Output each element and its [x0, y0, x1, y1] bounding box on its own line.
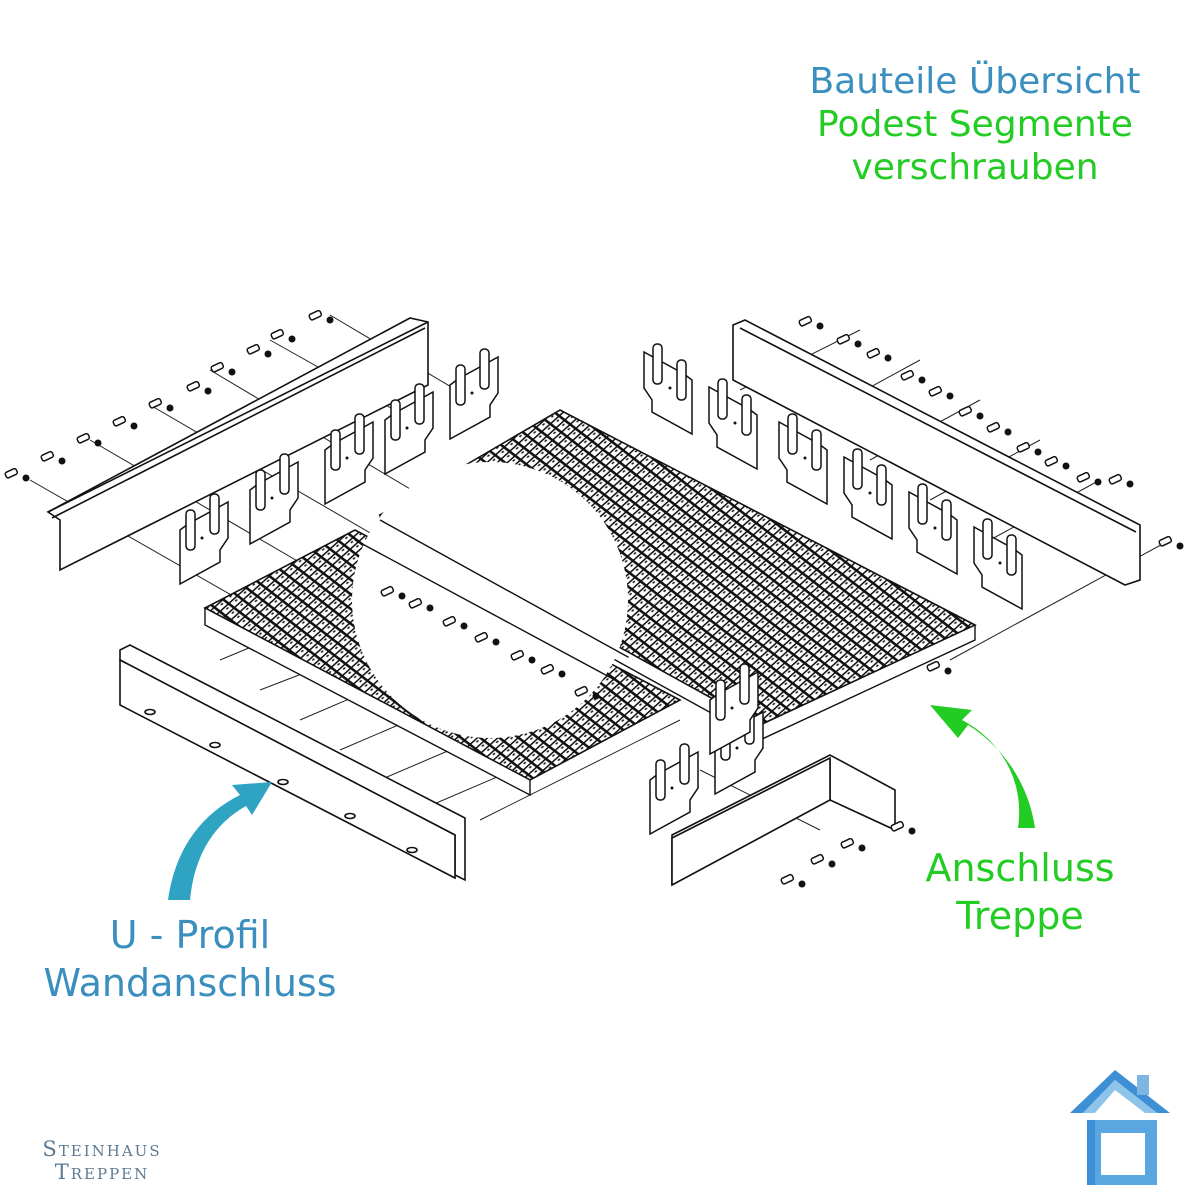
u-profil-arrow-icon: [168, 782, 272, 900]
title-line-3: verschrauben: [851, 147, 1099, 189]
anschluss-label-line-2: Treppe: [956, 893, 1084, 938]
diagram-title: Bauteile Übersicht Podest Segmente versc…: [780, 60, 1170, 190]
title-line-2: Podest Segmente: [817, 104, 1133, 146]
right-angle-profile: [732, 319, 1141, 586]
title-line-1: Bauteile Übersicht: [809, 61, 1141, 102]
detail-cutaway: [352, 462, 628, 738]
house-logo-icon: [1070, 1070, 1170, 1185]
anschluss-label: Anschluss Treppe: [905, 845, 1135, 940]
u-profile-wall-connection: [119, 644, 466, 882]
u-profil-label: U - Profil Wandanschluss: [20, 912, 360, 1007]
anschluss-label-line-1: Anschluss: [925, 846, 1115, 890]
brand-line-1: Steinhaus: [42, 1137, 162, 1161]
left-angle-profile: [46, 317, 429, 572]
brand-line-2: Treppen: [54, 1160, 150, 1185]
anschluss-arrow-icon: [930, 705, 1035, 828]
u-profil-label-line-2: Wandanschluss: [43, 960, 337, 1005]
brand-logo-text: Steinhaus Treppen: [22, 1137, 182, 1185]
stair-connection-bracket: [671, 754, 896, 887]
u-profil-label-line-1: U - Profil: [109, 913, 271, 957]
